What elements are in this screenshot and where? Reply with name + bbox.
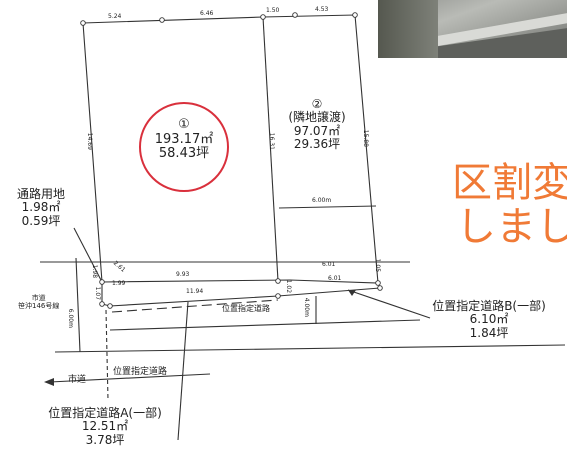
city-road-type: 市道	[31, 294, 46, 302]
dim-small-1: 1.99	[112, 280, 126, 287]
lot1-label: ① 193.17㎡ 58.43坪	[144, 117, 224, 162]
passage-pointer	[73, 227, 103, 283]
dim-passage-h: 1.98	[91, 264, 99, 279]
road-a-pointer	[177, 301, 189, 441]
survey-point	[292, 12, 298, 18]
road-a-title: 位置指定道路A(一部)	[48, 406, 162, 420]
dim-small-2: 1.02	[285, 279, 293, 294]
survey-point	[260, 14, 266, 20]
city-road-name: 笹沖146号線	[18, 301, 60, 310]
survey-point	[99, 279, 105, 285]
survey-point	[375, 280, 381, 286]
survey-point	[377, 285, 383, 291]
designated-road-label: 位置指定道路	[222, 304, 270, 313]
dim-top-3: 1.50	[266, 7, 280, 14]
survey-point	[275, 278, 281, 284]
survey-point	[275, 293, 281, 299]
city-road-label: 市道 笹沖146号線	[18, 294, 60, 311]
dim-road-a-length: 11.94	[186, 288, 204, 295]
dim-road-width: 4.00m	[302, 297, 310, 317]
dim-small-4: 1.05	[374, 258, 382, 273]
lot2-width-line	[278, 205, 377, 209]
road-a-arrow	[44, 378, 54, 386]
road-a-label: 位置指定道路A(一部) 12.51㎡ 3.78坪	[30, 406, 180, 447]
road-b-pointer	[347, 289, 431, 319]
survey-point	[99, 301, 105, 307]
dim-left-side: 14.69	[85, 132, 93, 150]
survey-point	[107, 303, 113, 309]
road-b-title: 位置指定道路B(一部)	[432, 299, 546, 313]
overlay-text-line1: 区割変	[452, 160, 567, 206]
road-b-label: 位置指定道路B(一部) 6.10㎡ 1.84坪	[412, 299, 566, 340]
dim-top-1: 5.24	[108, 13, 122, 20]
road-b-area-m2: 6.10㎡	[469, 312, 509, 327]
dim-right-side: 15.88	[361, 129, 369, 147]
road-a-area-m2: 12.51㎡	[81, 419, 129, 434]
lot1-area-tsubo: 58.43坪	[158, 146, 210, 162]
photo-wall	[378, 0, 438, 58]
designated-road-bottom-label: 位置指定道路	[113, 367, 168, 377]
lot2-number: ②	[311, 97, 323, 111]
road-center	[109, 319, 421, 331]
road-boundary-dashed	[111, 299, 279, 313]
lot-divider	[262, 16, 279, 282]
dim-bottom-2: 6.01	[322, 261, 336, 268]
dim-bottom-3: 6.01	[328, 275, 342, 282]
road-b-area-tsubo: 1.84坪	[469, 325, 509, 340]
city-road-line	[75, 257, 81, 353]
dim-small-3: 1.07	[94, 286, 102, 301]
lot1-area-m2: 193.17㎡	[154, 131, 214, 147]
passage-area-m2: 1.98㎡	[21, 200, 61, 215]
dim-bottom-1: 9.93	[176, 271, 190, 278]
passage-label: 通路用地 1.98㎡ 0.59坪	[6, 187, 76, 228]
dim-lot2-width: 6.00m	[312, 197, 332, 204]
lot2-area-tsubo: 29.36坪	[293, 137, 341, 152]
dim-city-road-width: 6.00m	[66, 308, 74, 328]
dim-top-4: 4.53	[315, 6, 329, 13]
passage-area-tsubo: 0.59坪	[21, 213, 61, 228]
lot2-note: (隣地譲渡)	[288, 110, 346, 125]
road-a-area-tsubo: 3.78坪	[85, 432, 125, 447]
site-photo	[378, 0, 567, 58]
dim-mid-side: 16.31	[267, 132, 275, 150]
lot1-number: ①	[178, 117, 190, 132]
survey-point	[159, 17, 165, 23]
dashed-vertical	[105, 309, 109, 401]
overlay-text-line2: しまし	[456, 204, 567, 250]
city-road-bottom-label: 市道	[68, 375, 87, 385]
lot2-label: ② (隣地譲渡) 97.07㎡ 29.36坪	[274, 97, 360, 152]
passage-title: 通路用地	[16, 187, 65, 201]
survey-point	[352, 12, 358, 18]
survey-point	[80, 20, 86, 26]
lot1-highlight-circle	[139, 102, 229, 192]
dim-top-2: 6.46	[200, 10, 214, 17]
lot2-area-m2: 97.07㎡	[293, 123, 341, 138]
road-edge-bottom	[54, 344, 566, 353]
road-b-arrow	[348, 290, 356, 296]
bottom-road-line	[49, 373, 211, 383]
